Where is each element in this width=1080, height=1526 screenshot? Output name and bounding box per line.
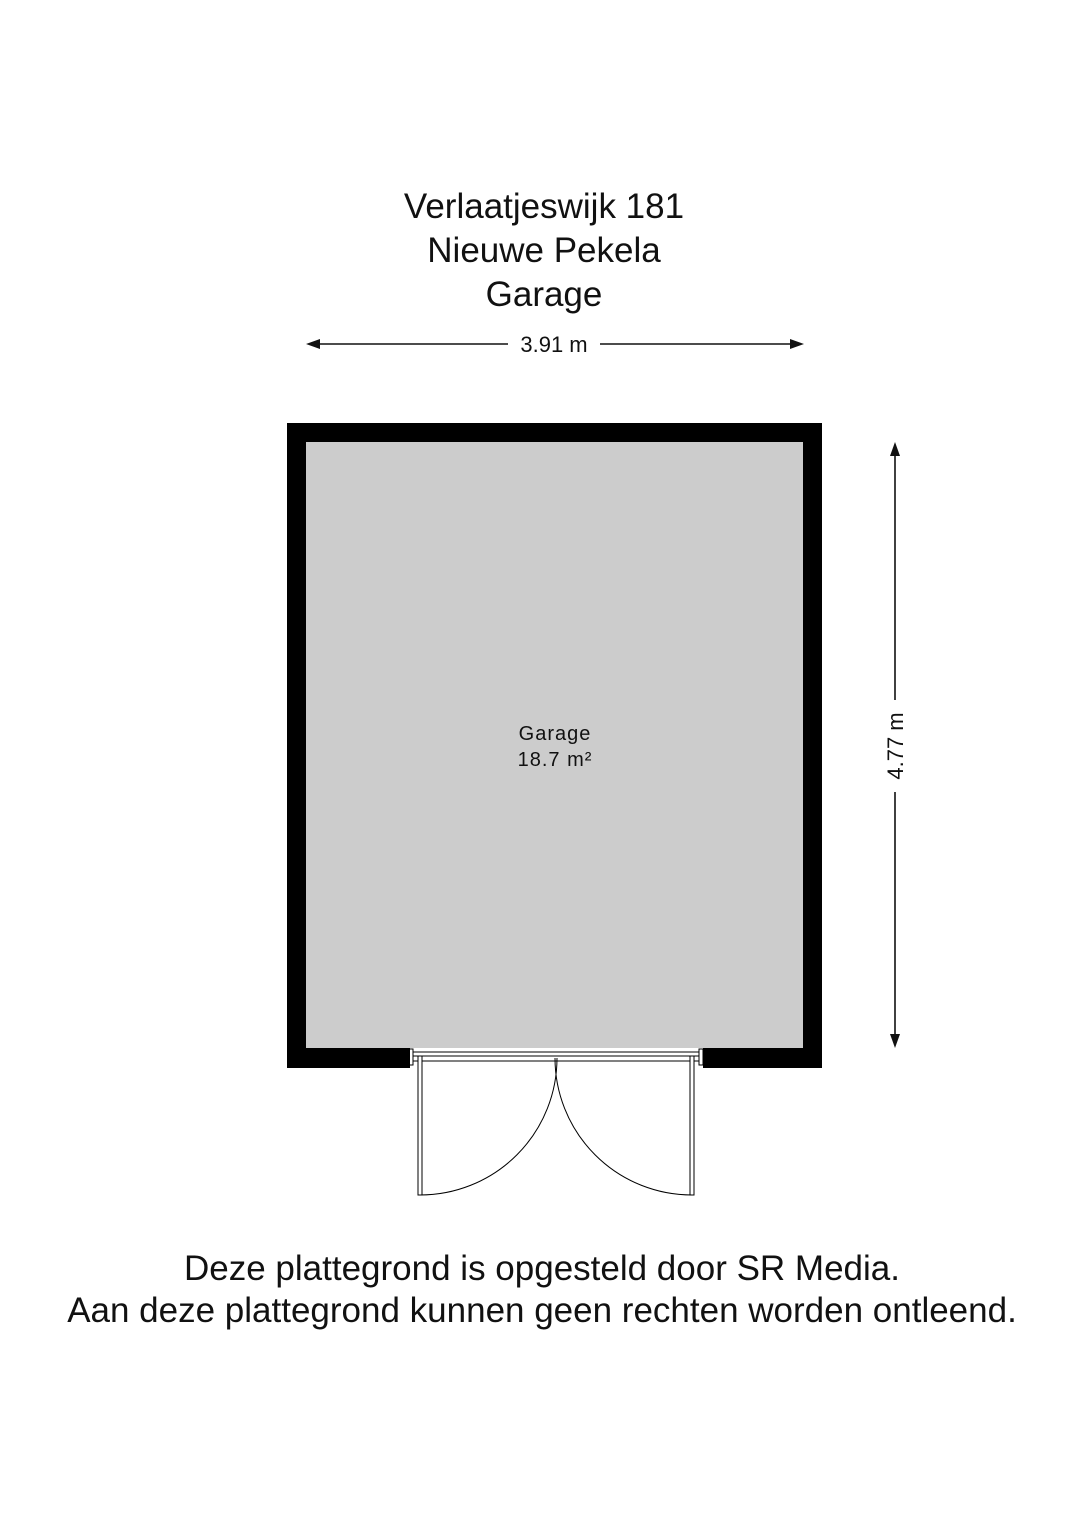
garage-floor bbox=[306, 442, 803, 1048]
arrow-down-icon bbox=[890, 1034, 900, 1048]
door-jamb-right bbox=[698, 1048, 704, 1066]
arrow-right-icon bbox=[790, 339, 804, 349]
door-leaf-right bbox=[689, 1055, 695, 1196]
footer-line-2: Aan deze plattegrond kunnen geen rechten… bbox=[67, 1291, 1017, 1330]
width-dimension: 3.91 m bbox=[306, 332, 804, 357]
title-block: Verlaatjeswijk 181 Nieuwe Pekela Garage bbox=[0, 185, 1080, 317]
floor-title: Garage bbox=[485, 275, 603, 314]
door-swing-left bbox=[419, 1057, 558, 1196]
city-title: Nieuwe Pekela bbox=[427, 231, 661, 270]
room-area: 18.7 m² bbox=[518, 749, 593, 771]
door-swing-right bbox=[554, 1057, 693, 1196]
arrow-left-icon bbox=[306, 339, 320, 349]
depth-dimension: 4.77 m bbox=[883, 442, 908, 1048]
address-title: Verlaatjeswijk 181 bbox=[403, 187, 685, 226]
footer-disclaimer: Deze plattegrond is opgesteld door SR Me… bbox=[0, 1248, 1080, 1332]
double-door-icon bbox=[417, 1055, 695, 1196]
room-name: Garage bbox=[519, 723, 592, 745]
depth-dimension-label: 4.77 m bbox=[883, 712, 908, 779]
footer-line-1: Deze plattegrond is opgesteld door SR Me… bbox=[184, 1249, 900, 1288]
door-jamb-left bbox=[408, 1048, 414, 1066]
width-dimension-label: 3.91 m bbox=[520, 332, 587, 357]
arrow-up-icon bbox=[890, 442, 900, 456]
door-leaf-left bbox=[417, 1055, 423, 1196]
